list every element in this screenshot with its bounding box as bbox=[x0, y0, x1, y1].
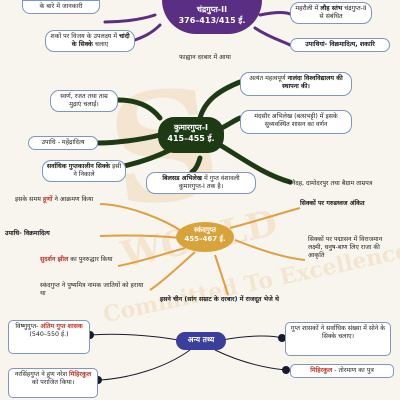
connector-at-mihirakula bbox=[214, 349, 287, 371]
connector-kg-upadhi bbox=[95, 132, 163, 146]
connector-sg-upadhi bbox=[99, 234, 181, 239]
kg-max-coins: सर्वाधिक गुप्तकालीन सिक्के इसी ने निकाले bbox=[42, 160, 126, 182]
connector-kg-dhanaidah bbox=[217, 142, 293, 185]
kumaragupta-dates: 415–455 ई. bbox=[167, 133, 215, 143]
connector-kg-coins bbox=[115, 97, 163, 121]
connector-cg-title bbox=[253, 26, 292, 47]
connector-sg-huns bbox=[99, 203, 184, 233]
connector-cg-left bbox=[103, 13, 157, 24]
connector-kg-nalanda bbox=[197, 79, 243, 121]
anya-tathya-node: अन्य तथ्य bbox=[176, 332, 226, 350]
cg-title-upadhi: उपाधियां- विक्रमादित्य, शकारि bbox=[290, 38, 390, 52]
connector-at-coins bbox=[221, 335, 283, 341]
skandagupta-title: स्कंदगुप्त bbox=[194, 226, 216, 234]
skandagupta-dates: 455–467 ई. bbox=[184, 235, 226, 244]
at-gupta-coins: गुप्त शासकों ने सर्वाधिक संख्या में सोने… bbox=[285, 322, 391, 356]
sg-upadhi: उपाधि- विक्रमादित्य bbox=[5, 230, 50, 237]
connector-sg-sudarshan bbox=[117, 247, 186, 267]
kumaragupta-node: कुमारगुप्त-I 415–455 ई. bbox=[158, 117, 224, 153]
kg-coins: स्वर्ण, रजत तथा ताम्र मुद्राएं चलाईं। bbox=[50, 90, 118, 112]
chandragupta-title: चंद्रगुप्त-II bbox=[196, 5, 228, 14]
at-narasimha: नरसिंहगुप्त ने हूण नरेश मिहिरकुल को पराज… bbox=[8, 368, 98, 398]
connector-kg-bilsad bbox=[189, 155, 203, 175]
skandagupta-node: स्कंदगुप्त 455–467 ई. bbox=[176, 222, 234, 252]
cg-iron-pillar: महरौली में लौह स्तंभ चंद्रगुप्त-II से सं… bbox=[290, 2, 372, 24]
kg-bilsad: बिलसड अभिलेख में गुप्त वंशावली कुमारगुप्… bbox=[146, 172, 256, 194]
connector-sg-garuda bbox=[229, 207, 301, 229]
kg-upadhi: उपाधि - महेंद्रादित्य bbox=[28, 136, 98, 150]
connector-sg-coins bbox=[234, 239, 306, 261]
connector-at-vishnugupta bbox=[89, 333, 179, 341]
chandragupta-dates: 376–413/415 ई. bbox=[178, 15, 246, 25]
anya-tathya-title: अन्य तथ्य bbox=[187, 335, 215, 344]
connector-sg-pushyamitra bbox=[149, 251, 196, 291]
sg-pushyamitra: स्कंदगुप्त ने पुष्यमित्र नामक जातियों को… bbox=[40, 282, 144, 298]
sg-sudarshan: सुदर्शन झील का पुनरुद्धार किया bbox=[40, 256, 113, 263]
connector-at-narasimha bbox=[99, 349, 191, 381]
connector-dot bbox=[278, 334, 286, 342]
kg-dhanaidah: धनैदह, दामोदरपुर तथा बैग्राम ताम्रपत्र bbox=[288, 180, 373, 187]
kg-nalanda: अत्यंत महत्वपूर्ण नालंदा विश्वविद्यालय क… bbox=[240, 72, 352, 96]
kumaragupta-title: कुमारगुप्त-I bbox=[173, 123, 209, 132]
kg-mandsaur: मंदसौर अभिलेख (बत्सभट्टी) में इसके सुव्य… bbox=[240, 110, 352, 134]
cg-silver-coins: शकों पर विजय के उपलक्ष्य में चांदी के सि… bbox=[45, 30, 135, 52]
connector-cg-coins bbox=[133, 23, 162, 42]
sg-china: इसने चीन (सांग सम्राट के दरबार) में राजद… bbox=[160, 296, 279, 303]
at-vishnugupta: विष्णुगुप्त- अंतिम गुप्त शासक (540–550 ई… bbox=[8, 320, 90, 354]
connector-cg-pillar bbox=[258, 11, 292, 17]
cg-fahien: फाह्यान दरबार में आया bbox=[179, 54, 231, 61]
connector-dot bbox=[282, 366, 290, 374]
at-mihirakula: मिहिरकुल - तोरमाण का पुत्र bbox=[290, 364, 394, 378]
sg-garuda-coins: सिक्कों पर गरुडध्वज अंकित bbox=[300, 200, 365, 207]
cg-info-left: के बारे में जानकारी bbox=[22, 0, 100, 14]
connector-sg-china bbox=[214, 254, 229, 296]
chandragupta-node: चंद्रगुप्त-II 376–413/415 ई. bbox=[162, 0, 262, 34]
sg-huns: इसके समय हूणों ने आक्रमण किया bbox=[15, 196, 94, 203]
sg-coins-lakshmi: सिक्कों पर पद्मासन में विराजमान लक्ष्मी,… bbox=[308, 236, 383, 260]
